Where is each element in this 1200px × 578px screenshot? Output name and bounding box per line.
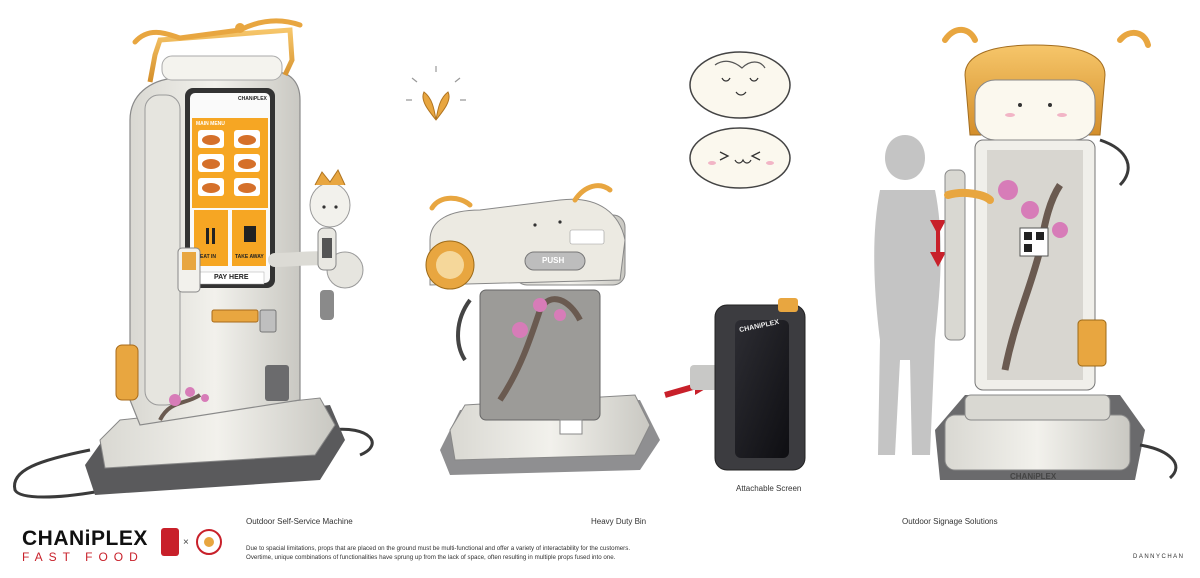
- bin-illustration: [425, 183, 660, 475]
- red-seal-mark: [161, 528, 179, 556]
- description-line-2: Overtime, unique combinations of functio…: [246, 554, 616, 561]
- attachable-screen-illustration: [664, 298, 806, 471]
- description-line-1: Due to spacial limitations, props that a…: [246, 545, 631, 552]
- logo-sub-text: FAST FOOD: [22, 550, 144, 564]
- signage-base-brand: CHANiPLEX: [1010, 472, 1057, 481]
- partner-logo: [196, 529, 222, 555]
- leaf-emblem: [406, 66, 466, 121]
- description-text: Due to spacial limitations, props that a…: [246, 544, 630, 562]
- brand-logo: CHANiPLEX FAST FOOD: [22, 528, 182, 568]
- artist-signature: DANNYCHAN: [1133, 554, 1185, 560]
- caption-bin: Heavy Duty Bin: [591, 517, 647, 526]
- logo-main-text: CHANiPLEX: [22, 527, 148, 550]
- signage-illustration: [874, 26, 1178, 480]
- kiosk-pay-here: PAY HERE: [214, 274, 249, 281]
- caption-attachable-screen: Attachable Screen: [736, 484, 802, 493]
- kiosk-screen-brand: CHANiPLEX: [238, 96, 267, 102]
- kiosk-menu-title: MAIN MENU: [196, 121, 225, 127]
- collab-times-sign: ×: [183, 537, 189, 548]
- bin-push-label: PUSH: [542, 256, 565, 265]
- caption-signage: Outdoor Signage Solutions: [902, 517, 998, 526]
- kiosk-eat-in: EAT IN: [200, 254, 217, 260]
- kiosk-illustration: [12, 18, 374, 499]
- caption-kiosk: Outdoor Self-Service Machine: [246, 517, 353, 526]
- face-studies: [689, 51, 791, 189]
- kiosk-take-away: TAKE AWAY: [235, 254, 264, 260]
